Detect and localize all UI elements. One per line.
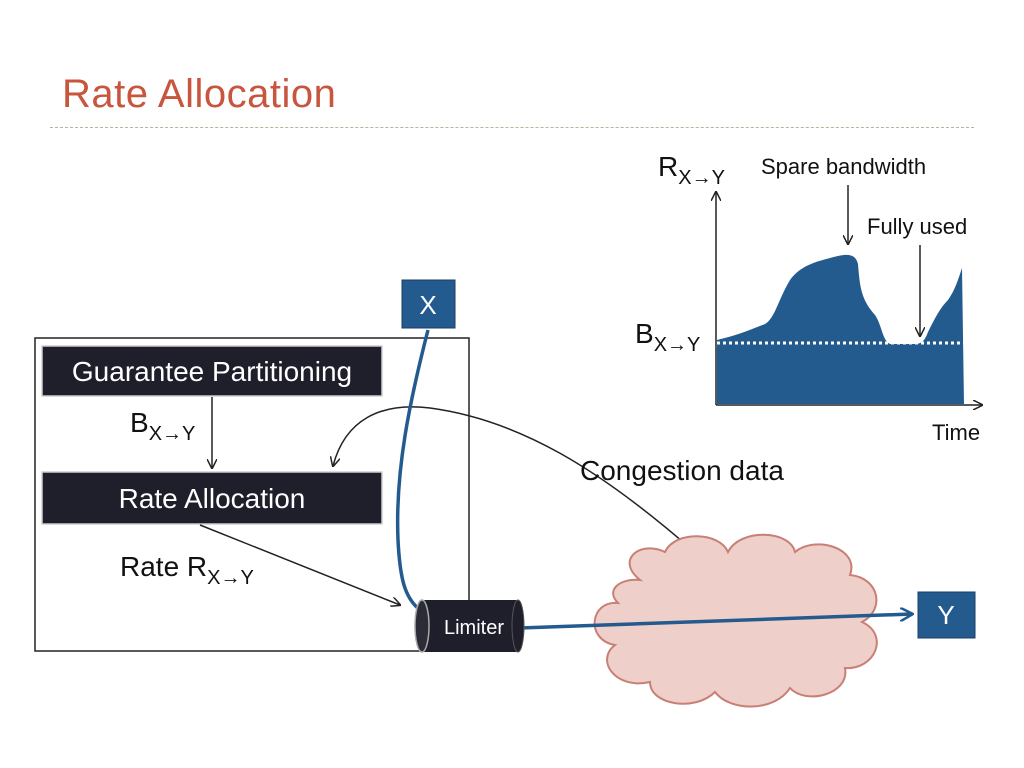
inset-chart: RX→Y BX→Y Time Spare bandwidth Fully use… xyxy=(635,151,982,445)
b-xy-label: BX→Y xyxy=(130,407,195,445)
node-x: X xyxy=(401,279,456,329)
rate-to-limiter-arrow xyxy=(199,524,400,605)
title-divider xyxy=(50,127,974,128)
inset-y-label-base: R xyxy=(658,151,678,182)
inset-b-label-sub: X→Y xyxy=(654,334,701,356)
flow-path-limiter-to-y xyxy=(519,614,912,630)
host-container xyxy=(34,337,470,652)
rate-allocation-label: Rate Allocation xyxy=(119,483,306,514)
node-x-label: X xyxy=(419,290,436,320)
guarantee-partitioning-box: Guarantee Partitioning xyxy=(41,345,383,397)
congestion-data-label: Congestion data xyxy=(580,455,784,486)
slide-title: Rate Allocation xyxy=(62,72,337,116)
rate-r-label: Rate RX→Y xyxy=(120,551,254,589)
rate-r-sub: X→Y xyxy=(207,567,254,589)
rate-r-prefix: Rate R xyxy=(120,551,207,582)
inset-y-label-sub: X→Y xyxy=(678,167,725,189)
inset-usage-area xyxy=(717,254,964,404)
node-y-label: Y xyxy=(937,600,954,630)
guarantee-partitioning-label: Guarantee Partitioning xyxy=(72,356,352,387)
inset-b-label-base: B xyxy=(635,318,654,349)
annotation-spare-bandwidth: Spare bandwidth xyxy=(761,154,926,179)
congestion-feedback-arrow xyxy=(333,406,691,549)
limiter: Limiter xyxy=(414,599,525,653)
inset-y-label: RX→Y xyxy=(658,151,725,189)
limiter-label: Limiter xyxy=(444,617,504,639)
annotation-fully-used: Fully used xyxy=(867,214,967,239)
inset-x-label: Time xyxy=(932,420,980,445)
node-y: Y xyxy=(917,591,976,639)
rate-allocation-box: Rate Allocation xyxy=(41,471,383,525)
b-xy-base: B xyxy=(130,407,149,438)
inset-b-label: BX→Y xyxy=(635,318,700,356)
flow-path-x-to-limiter xyxy=(395,329,430,612)
b-xy-sub: X→Y xyxy=(149,423,196,445)
